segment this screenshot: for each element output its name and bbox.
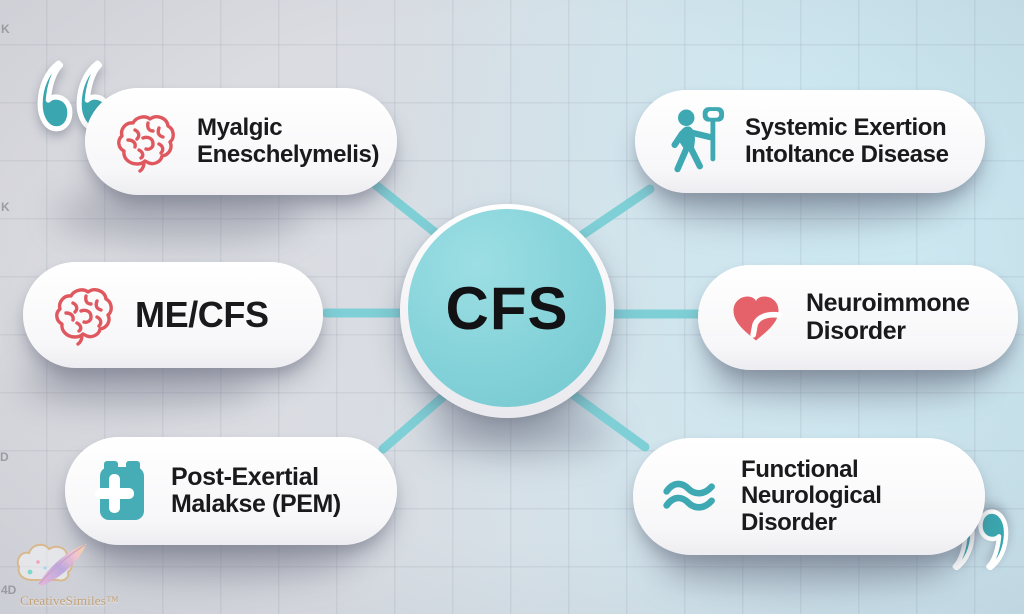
person-with-sign-icon — [663, 106, 725, 177]
node-label: Post-Exertial Malakse (PEM) — [171, 462, 341, 519]
background-mark: D — [0, 450, 9, 464]
battery-plus-icon — [93, 459, 151, 523]
label-line: Malakse (PEM) — [171, 490, 341, 518]
label-line: Myalgic — [197, 114, 283, 142]
watermark-brand-text: CreativeSimiles™ — [20, 593, 119, 608]
label-line: Eneschelymelis) — [197, 140, 380, 168]
center-node: CFS — [408, 209, 606, 407]
creativesimiles-logo: CreativeSimiles™ — [12, 538, 152, 609]
background-mark: K — [1, 200, 10, 214]
node-label: Neuroimmone Disorder — [806, 289, 970, 345]
node-functional-neurological-disorder: Functional Neurological Disorder — [633, 438, 985, 555]
node-label: Functional Neurological Disorder — [741, 455, 882, 536]
node-label: Myalgic Eneschelymelis) — [197, 114, 380, 168]
node-post-exertional-malaise: Post-Exertial Malakse (PEM) — [65, 437, 397, 545]
background-mark: 4D — [1, 583, 17, 597]
label-line: Intoltance Disease — [745, 140, 949, 168]
center-label: CFS — [445, 274, 569, 342]
cloud-feather-icon — [16, 543, 86, 586]
heart-icon — [726, 288, 786, 348]
label-line: Neuroimmone — [806, 289, 970, 317]
node-myalgic-encephalomyelitis: Myalgic Eneschelymelis) — [85, 88, 397, 195]
node-label: ME/CFS — [135, 295, 269, 335]
label-line: Disorder — [741, 508, 837, 536]
node-label: Systemic Exertion Intoltance Disease — [745, 114, 949, 168]
label-line: Functional — [741, 455, 859, 483]
label-line: ME/CFS — [135, 294, 269, 336]
shadow-smudge — [55, 185, 305, 245]
label-line: Systemic Exertion — [745, 114, 947, 142]
waves-icon — [661, 475, 721, 519]
node-systemic-exertion-intolerance: Systemic Exertion Intoltance Disease — [635, 90, 985, 193]
label-line: Disorder — [806, 316, 906, 345]
node-neuroimmune-disorder: Neuroimmone Disorder — [698, 265, 1018, 370]
node-me-cfs: ME/CFS — [23, 262, 323, 368]
background-mark: K — [1, 22, 10, 36]
shadow-smudge — [20, 360, 260, 410]
label-line: Neurological — [741, 482, 882, 510]
label-line: Post-Exertial — [171, 462, 319, 491]
brain-icon — [113, 110, 177, 174]
brain-icon — [51, 283, 115, 347]
